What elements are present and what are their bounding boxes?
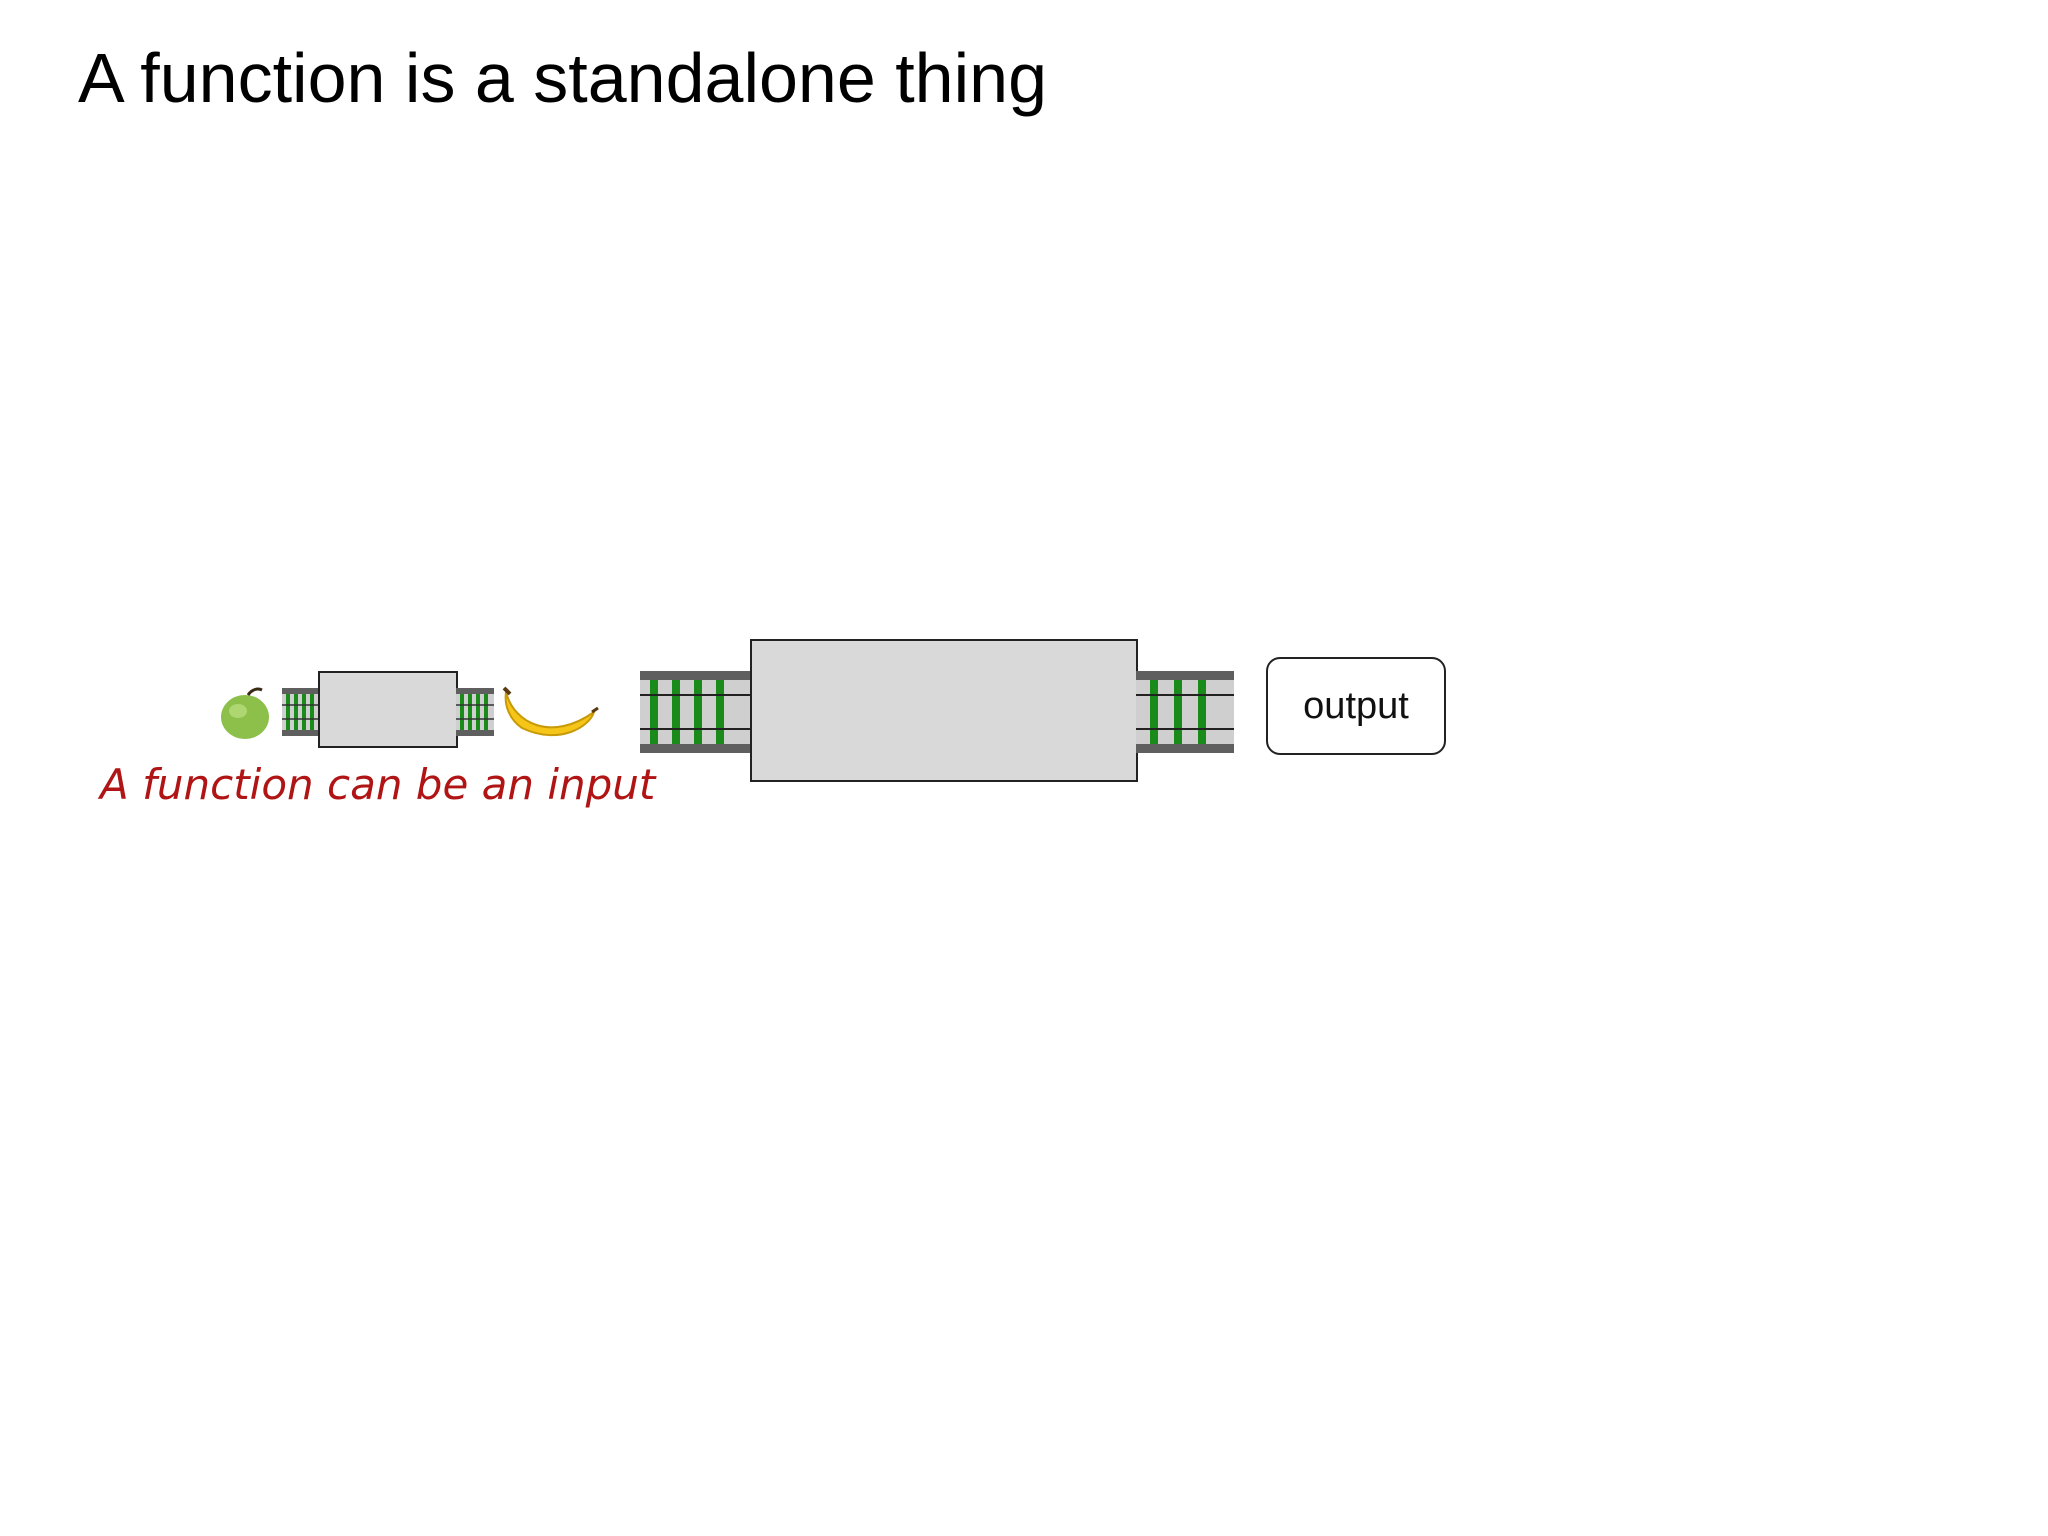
annotation-note: A function can be an input	[100, 760, 656, 809]
banana-icon	[502, 686, 599, 737]
large-output-track	[1136, 671, 1234, 753]
output-box: output	[1266, 657, 1446, 755]
outer-function-box	[750, 639, 1138, 782]
small-input-track	[282, 688, 320, 736]
slide-title: A function is a standalone thing	[78, 39, 1048, 117]
large-input-track	[640, 671, 752, 753]
output-label: output	[1303, 684, 1409, 727]
green-apple-icon	[221, 687, 269, 739]
inner-function-box	[318, 671, 458, 748]
small-output-track	[456, 688, 494, 736]
